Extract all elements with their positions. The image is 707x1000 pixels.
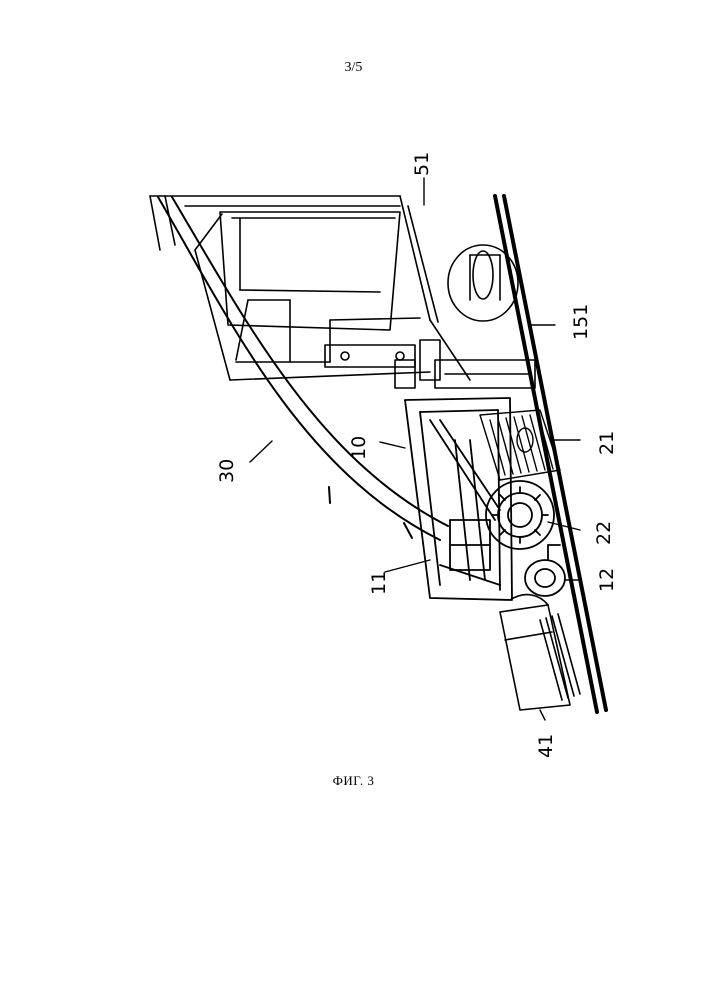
drum-51	[448, 245, 518, 321]
label-12: 12	[596, 568, 618, 592]
label-10: 10	[348, 436, 370, 460]
figure-caption: ФИГ. 3	[0, 773, 707, 789]
label-41: 41	[535, 734, 557, 758]
label-51: 51	[411, 152, 433, 176]
label-21: 21	[596, 431, 618, 455]
curved-duct-30	[158, 197, 448, 540]
frame-assembly-10	[405, 398, 512, 600]
vehicle-body	[150, 196, 470, 380]
roller-12	[525, 545, 565, 596]
label-151: 151	[570, 304, 592, 340]
label-30: 30	[216, 459, 238, 483]
gear-wheel-22	[486, 481, 554, 549]
linkage	[325, 340, 535, 388]
roller-brush-41	[500, 595, 580, 710]
label-22: 22	[593, 521, 615, 545]
label-11: 11	[368, 571, 390, 595]
